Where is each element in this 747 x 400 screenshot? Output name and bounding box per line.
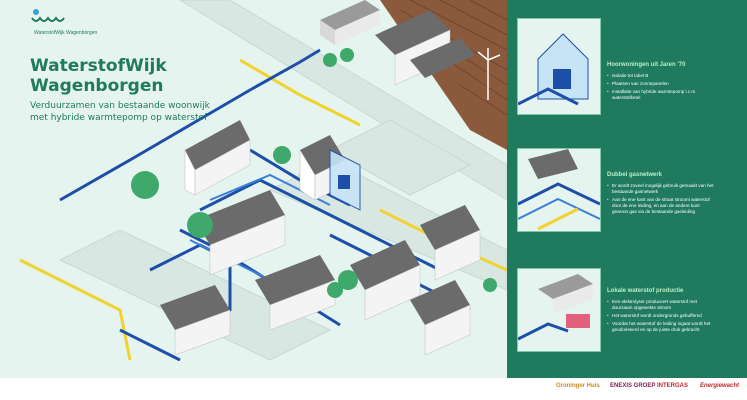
- page-subtitle: Verduurzamen van bestaande woonwijk met …: [30, 100, 260, 124]
- wind-turbine: [477, 48, 501, 100]
- card-3-item: Voordat het waterstof de leiding ingaat …: [607, 321, 715, 333]
- farm-buildings: [375, 10, 475, 86]
- house-highlight: [329, 149, 361, 211]
- card-2-list: Er wordt zoveel mogelijk gebruik gemaakt…: [607, 183, 715, 217]
- card-1-item: Installatie van hybride warmtepomp i.c.m…: [607, 89, 715, 101]
- card-3-list: Een elektrolyser produceert waterstof me…: [607, 299, 715, 335]
- house-row-6: [350, 240, 421, 321]
- card-2-item: Er wordt zoveel mogelijk gebruik gemaakt…: [607, 183, 715, 195]
- card-2-item: Aan de ene kant van de straat stroomt wa…: [607, 197, 715, 215]
- house-row-5: [160, 285, 231, 356]
- sponsor-groninger-huis: Groninger Huis: [556, 383, 600, 389]
- house-row-8: [410, 280, 471, 356]
- sponsor-enexis: ENEXIS GROEP: [610, 383, 656, 389]
- card-2-illustration: [517, 148, 601, 232]
- subtitle-line-2: met hybride warmtepomp op waterstof: [30, 113, 208, 123]
- page-title: WaterstofWijk Wagenborgen: [30, 56, 167, 96]
- title-line-2: Wagenborgen: [30, 76, 164, 96]
- electrolyser: [320, 0, 380, 45]
- card-1-illustration: [517, 18, 601, 115]
- isometric-neighbourhood-map: [19, 0, 508, 362]
- title-line-1: WaterstofWijk: [30, 56, 167, 76]
- house-row-1: [184, 120, 251, 196]
- card-3-item: Een elektrolyser produceert waterstof me…: [607, 299, 715, 311]
- sponsor-energiewacht: Energiewacht: [700, 383, 740, 389]
- houses: [160, 10, 481, 356]
- card-3-title: Lokale waterstof productie: [607, 288, 684, 294]
- water-waves-logo-icon: [30, 8, 70, 33]
- card-1-item: Isolatie tot label B: [607, 73, 715, 79]
- poster: WaterstofWijk Wagenborgen WaterstofWijk …: [0, 0, 747, 378]
- trees: [131, 48, 497, 298]
- card-3-item: Het waterstof wordt ondergronds gebuffer…: [607, 313, 715, 319]
- card-1-title: Hoorwoningen uit Jaren '70: [607, 62, 686, 68]
- sponsor-footer: Groninger Huis ENEXIS GROEP INTERGAS Ene…: [0, 378, 747, 400]
- card-1-item: Plaatsen van zonnepanelen: [607, 81, 715, 87]
- house-row-7: [420, 205, 481, 281]
- house-row-3: [195, 190, 286, 276]
- card-1-list: Isolatie tot label B Plaatsen van zonnep…: [607, 73, 715, 103]
- card-2-title: Dubbel gasnetwerk: [607, 172, 663, 178]
- logo-text: WaterstofWijk Wagenborgen: [34, 30, 98, 36]
- subtitle-line-1: Verduurzamen van bestaande woonwijk: [30, 101, 210, 111]
- sponsor-intergas: INTERGAS: [657, 383, 689, 389]
- house-row-4: [255, 255, 336, 331]
- card-3-illustration: [517, 268, 601, 352]
- info-panel: Hoorwoningen uit Jaren '70 Isolatie tot …: [507, 0, 747, 378]
